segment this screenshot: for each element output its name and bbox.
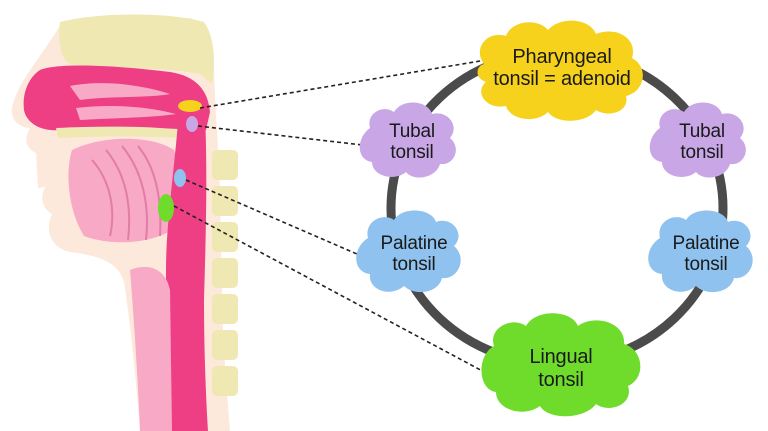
larynx <box>130 266 172 431</box>
tubal-mark <box>186 116 198 132</box>
tongue-muscle-fibers <box>91 145 162 241</box>
adenoid-mark <box>178 100 202 112</box>
head-cross-section-illustration <box>11 14 238 431</box>
leader-line-pharyngeal <box>199 57 499 109</box>
lingual-mark <box>158 194 174 222</box>
palatine-mark <box>174 169 186 187</box>
cloud-tubal-left <box>359 102 456 178</box>
cloud-palatine-left <box>356 210 461 293</box>
cloud-pharyngeal <box>477 20 643 121</box>
leader-line-palatine <box>185 179 381 265</box>
cloud-lingual <box>481 313 641 417</box>
tongue <box>68 138 181 243</box>
cloud-tubal-right <box>649 102 746 178</box>
nasal-conchae <box>70 83 176 120</box>
vertebral-column <box>212 150 238 396</box>
leader-line-lingual <box>173 205 489 375</box>
leader-lines <box>173 57 499 375</box>
lips <box>36 150 58 188</box>
hard-palate <box>56 126 184 138</box>
cloud-palatine-right <box>648 210 753 293</box>
leader-line-tubal <box>197 125 381 148</box>
cloud-shapes <box>356 20 753 417</box>
